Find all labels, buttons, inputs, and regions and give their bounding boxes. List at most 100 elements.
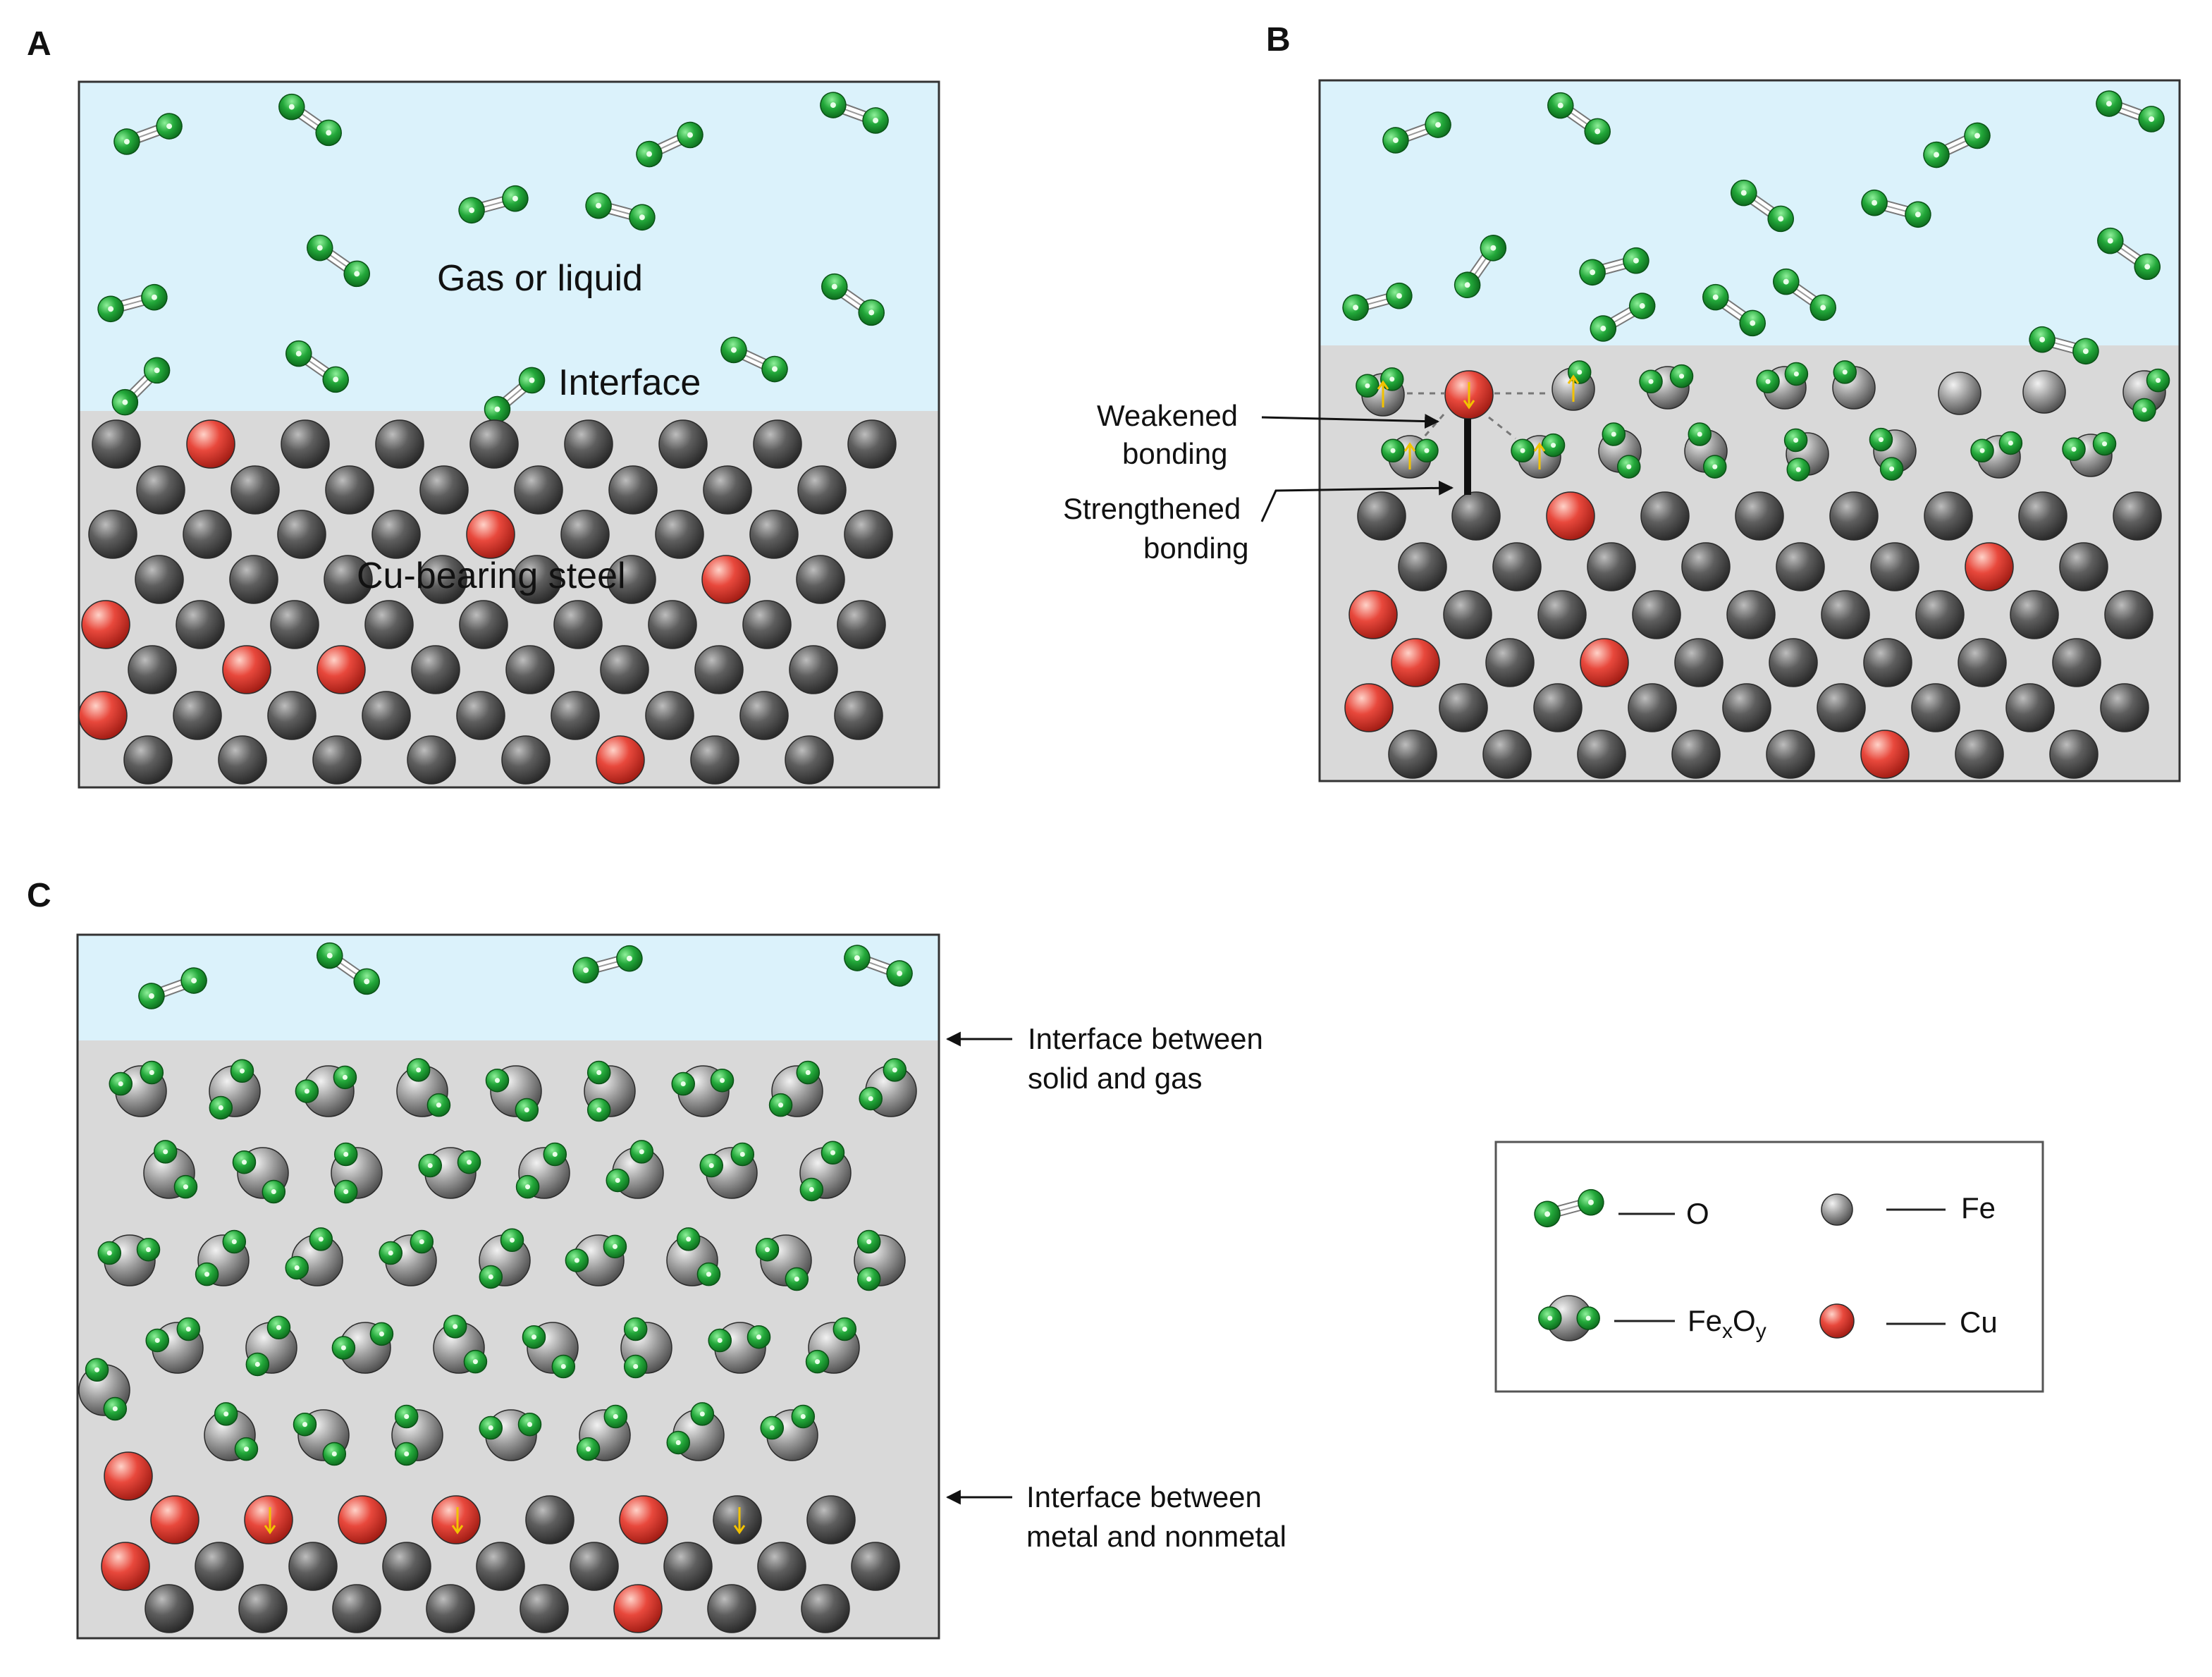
iron-atom xyxy=(1769,638,1818,687)
spin-arrow-head xyxy=(1377,380,1389,390)
oxygen-atom-highlight xyxy=(574,1258,579,1263)
oxygen-atom-highlight xyxy=(1390,448,1396,453)
iron-atom xyxy=(1671,730,1721,779)
legend-box xyxy=(1494,1141,2044,1393)
oxygen-atom-highlight xyxy=(108,306,114,312)
oxygen-atom-highlight xyxy=(512,195,518,202)
oxygen-atom-highlight xyxy=(805,1069,811,1076)
oxygen-atom-highlight xyxy=(626,955,632,962)
oxygen-atom-highlight xyxy=(1626,464,1632,469)
panel-c-frame xyxy=(76,933,940,1640)
copper-atom xyxy=(78,691,128,740)
iron-atom xyxy=(607,555,656,604)
iron-atom xyxy=(1492,542,1542,591)
spin-arrow-head xyxy=(1463,400,1475,410)
oxygen-atom-highlight xyxy=(1611,431,1616,437)
oxygen-atom-highlight xyxy=(717,1338,723,1344)
oxygen-atom-highlight xyxy=(304,1088,309,1094)
iron-atom xyxy=(426,1584,475,1633)
oxygen-atom-highlight xyxy=(830,102,836,109)
oxygen-atom-highlight xyxy=(560,1363,566,1370)
copper-atom xyxy=(317,645,366,694)
iron-atom xyxy=(407,735,456,785)
oxygen-atom-highlight xyxy=(1648,379,1654,384)
oxygen-atom-highlight xyxy=(1633,257,1639,264)
oxygen-atom-highlight xyxy=(326,952,333,959)
oxygen-atom-highlight xyxy=(466,1160,472,1165)
iron-atom xyxy=(325,465,374,515)
oxygen-atom-highlight xyxy=(1934,152,1939,158)
iron-atom xyxy=(512,555,562,604)
oxygen-atom-highlight xyxy=(772,366,778,372)
oxygen-atom-highlight xyxy=(1750,320,1756,326)
copper-atom xyxy=(1348,590,1398,639)
o2-molecule xyxy=(572,945,643,984)
panel-b: B Weakened bonding Strengthened bonding xyxy=(1063,21,2181,782)
iron-atom xyxy=(1817,683,1866,732)
oxygen-atom-highlight xyxy=(897,970,903,976)
oxygen-atom-highlight xyxy=(1600,326,1606,331)
iron-atom xyxy=(2100,683,2149,732)
oxygen-atom-highlight xyxy=(276,1325,281,1330)
oxygen-atom-highlight xyxy=(633,1326,639,1332)
iron-atom xyxy=(608,465,658,515)
oxygen-atom-highlight xyxy=(183,1184,188,1190)
iron-atom xyxy=(1640,491,1690,541)
oxygen-atom-highlight xyxy=(583,967,589,973)
oxygen-atom-highlight xyxy=(2156,378,2161,383)
oxygen-atom-highlight xyxy=(154,1338,160,1344)
copper-atom xyxy=(596,735,645,785)
oxygen-atom-highlight xyxy=(1878,437,1884,443)
o2-molecule xyxy=(2097,227,2161,281)
oxygen-atom-highlight xyxy=(739,1151,745,1157)
iron-atom xyxy=(1958,638,2007,687)
weakened-label-line2: bonding xyxy=(1122,437,1227,470)
iron-atom xyxy=(2113,491,2162,541)
iron-atom xyxy=(1485,638,1535,687)
oxygen-atom-highlight xyxy=(842,1326,847,1332)
copper-atom xyxy=(104,1451,153,1501)
oxygen-atom-highlight xyxy=(731,347,737,353)
oxygen-atom-highlight xyxy=(815,1359,821,1365)
oxygen-atom-highlight xyxy=(488,1274,493,1279)
o2-molecule xyxy=(720,336,788,383)
oxygen-atom-highlight xyxy=(2107,238,2113,244)
iron-atom xyxy=(757,1542,806,1591)
iron-atom xyxy=(648,600,697,649)
iron-atom xyxy=(749,510,799,559)
iron-atom xyxy=(419,465,469,515)
iron-atom xyxy=(1681,542,1731,591)
metal-nonmetal-interface-label-line1: Interface between xyxy=(1026,1480,1262,1513)
iron-atom xyxy=(2049,730,2099,779)
oxygen-atom-highlight xyxy=(1889,466,1895,472)
oxygen-atom-highlight xyxy=(494,406,500,412)
panel-c-solid-region xyxy=(78,1040,939,1638)
oxygen-atom-highlight xyxy=(343,1188,349,1195)
panel-a-gas-label: Gas or liquid xyxy=(437,258,643,299)
oxygen-atom-highlight xyxy=(1590,269,1596,276)
panel-a-frame xyxy=(78,80,940,789)
oxygen-atom-highlight xyxy=(2082,348,2089,355)
oxygen-atom-highlight xyxy=(1365,383,1370,388)
iron-atom xyxy=(1674,638,1723,687)
iron-atom xyxy=(1915,590,1965,639)
oxygen-atom-highlight xyxy=(112,1406,118,1412)
oxygen-atom-highlight xyxy=(1979,448,1985,453)
oxygen-atom-highlight xyxy=(613,1413,618,1420)
oxygen-atom-highlight xyxy=(2144,264,2151,270)
iron-atom xyxy=(1533,683,1583,732)
iron-atom xyxy=(2018,491,2067,541)
panel-a: A Gas or liquid Interface Cu-bearing ste… xyxy=(27,25,940,789)
o2-molecule xyxy=(111,357,171,416)
o2-molecule xyxy=(278,93,342,147)
iron-atom xyxy=(1870,542,1919,591)
oxygen-atom-highlight xyxy=(354,271,360,277)
iron-atom xyxy=(796,555,845,604)
oxygen-atom-highlight xyxy=(106,1251,112,1256)
iron-atom xyxy=(1821,590,1870,639)
panel-a-gas-region xyxy=(79,82,939,411)
iron-atom xyxy=(1863,638,1912,687)
iron-atom xyxy=(785,735,834,785)
oxygen-atom-highlight xyxy=(239,1068,245,1074)
oxygen-atom-highlight xyxy=(241,1160,247,1165)
